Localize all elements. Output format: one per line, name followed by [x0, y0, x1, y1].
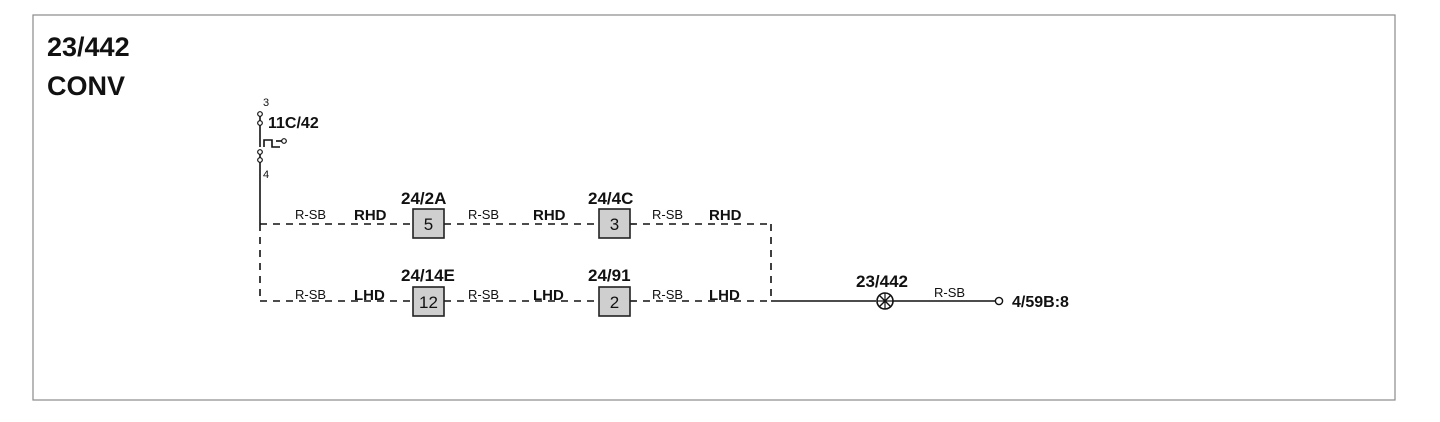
connector-24-4c-pin: 3 [610, 215, 619, 234]
lhd-row: R-SB LHD 24/14E 12 R-SB LHD 24/91 2 R-SB… [260, 266, 771, 317]
switch-11c42: 3 11C/42 4 [257, 97, 319, 224]
terminal-icon [994, 296, 1004, 306]
connector-24-91-label: 24/91 [588, 266, 631, 285]
lhd-variant-2: LHD [533, 287, 564, 304]
rhd-wire-code-1: R-SB [295, 207, 326, 222]
diagram-title-code: 23/442 [47, 32, 130, 62]
connector-24-2a-pin: 5 [424, 215, 433, 234]
rhd-wire-code-3: R-SB [652, 207, 683, 222]
lhd-variant-3: LHD [709, 287, 740, 304]
connector-24-4c-box [598, 208, 631, 239]
rhd-variant-1: RHD [354, 207, 387, 224]
connector-24-14e-box [412, 286, 445, 317]
lhd-variant-1: LHD [354, 287, 385, 304]
rhd-row: R-SB RHD 24/2A 5 R-SB RHD 24/4C 3 R-SB R… [260, 189, 772, 301]
connector-24-2a-box [412, 208, 445, 239]
switch-label: 11C/42 [268, 115, 319, 132]
lamp-label: 23/442 [856, 272, 908, 291]
rhd-variant-2: RHD [533, 207, 566, 224]
connector-24-4c-label: 24/4C [588, 189, 633, 208]
connector-24-91-box [598, 286, 631, 317]
lamp-circuit: 23/442 R-SB 4/59B:8 [771, 272, 1069, 311]
diagram-frame [32, 14, 1396, 401]
connector-24-2a-label: 24/2A [401, 189, 446, 208]
lamp-wire-code: R-SB [934, 285, 965, 300]
diagram-title-system: CONV [47, 71, 125, 101]
connector-24-14e-label: 24/14E [401, 266, 455, 285]
switch-pin-bottom: 4 [263, 169, 269, 181]
switch-pin-top: 3 [263, 97, 269, 109]
lhd-wire-code-3: R-SB [652, 287, 683, 302]
connector-24-91-pin: 2 [610, 293, 619, 312]
rhd-wire-code-2: R-SB [468, 207, 499, 222]
connector-24-14e-pin: 12 [419, 293, 438, 312]
lamp-icon [876, 292, 894, 310]
lhd-wire-code-1: R-SB [295, 287, 326, 302]
lhd-wire-code-2: R-SB [468, 287, 499, 302]
destination-label: 4/59B:8 [1012, 294, 1069, 311]
rhd-variant-3: RHD [709, 207, 742, 224]
